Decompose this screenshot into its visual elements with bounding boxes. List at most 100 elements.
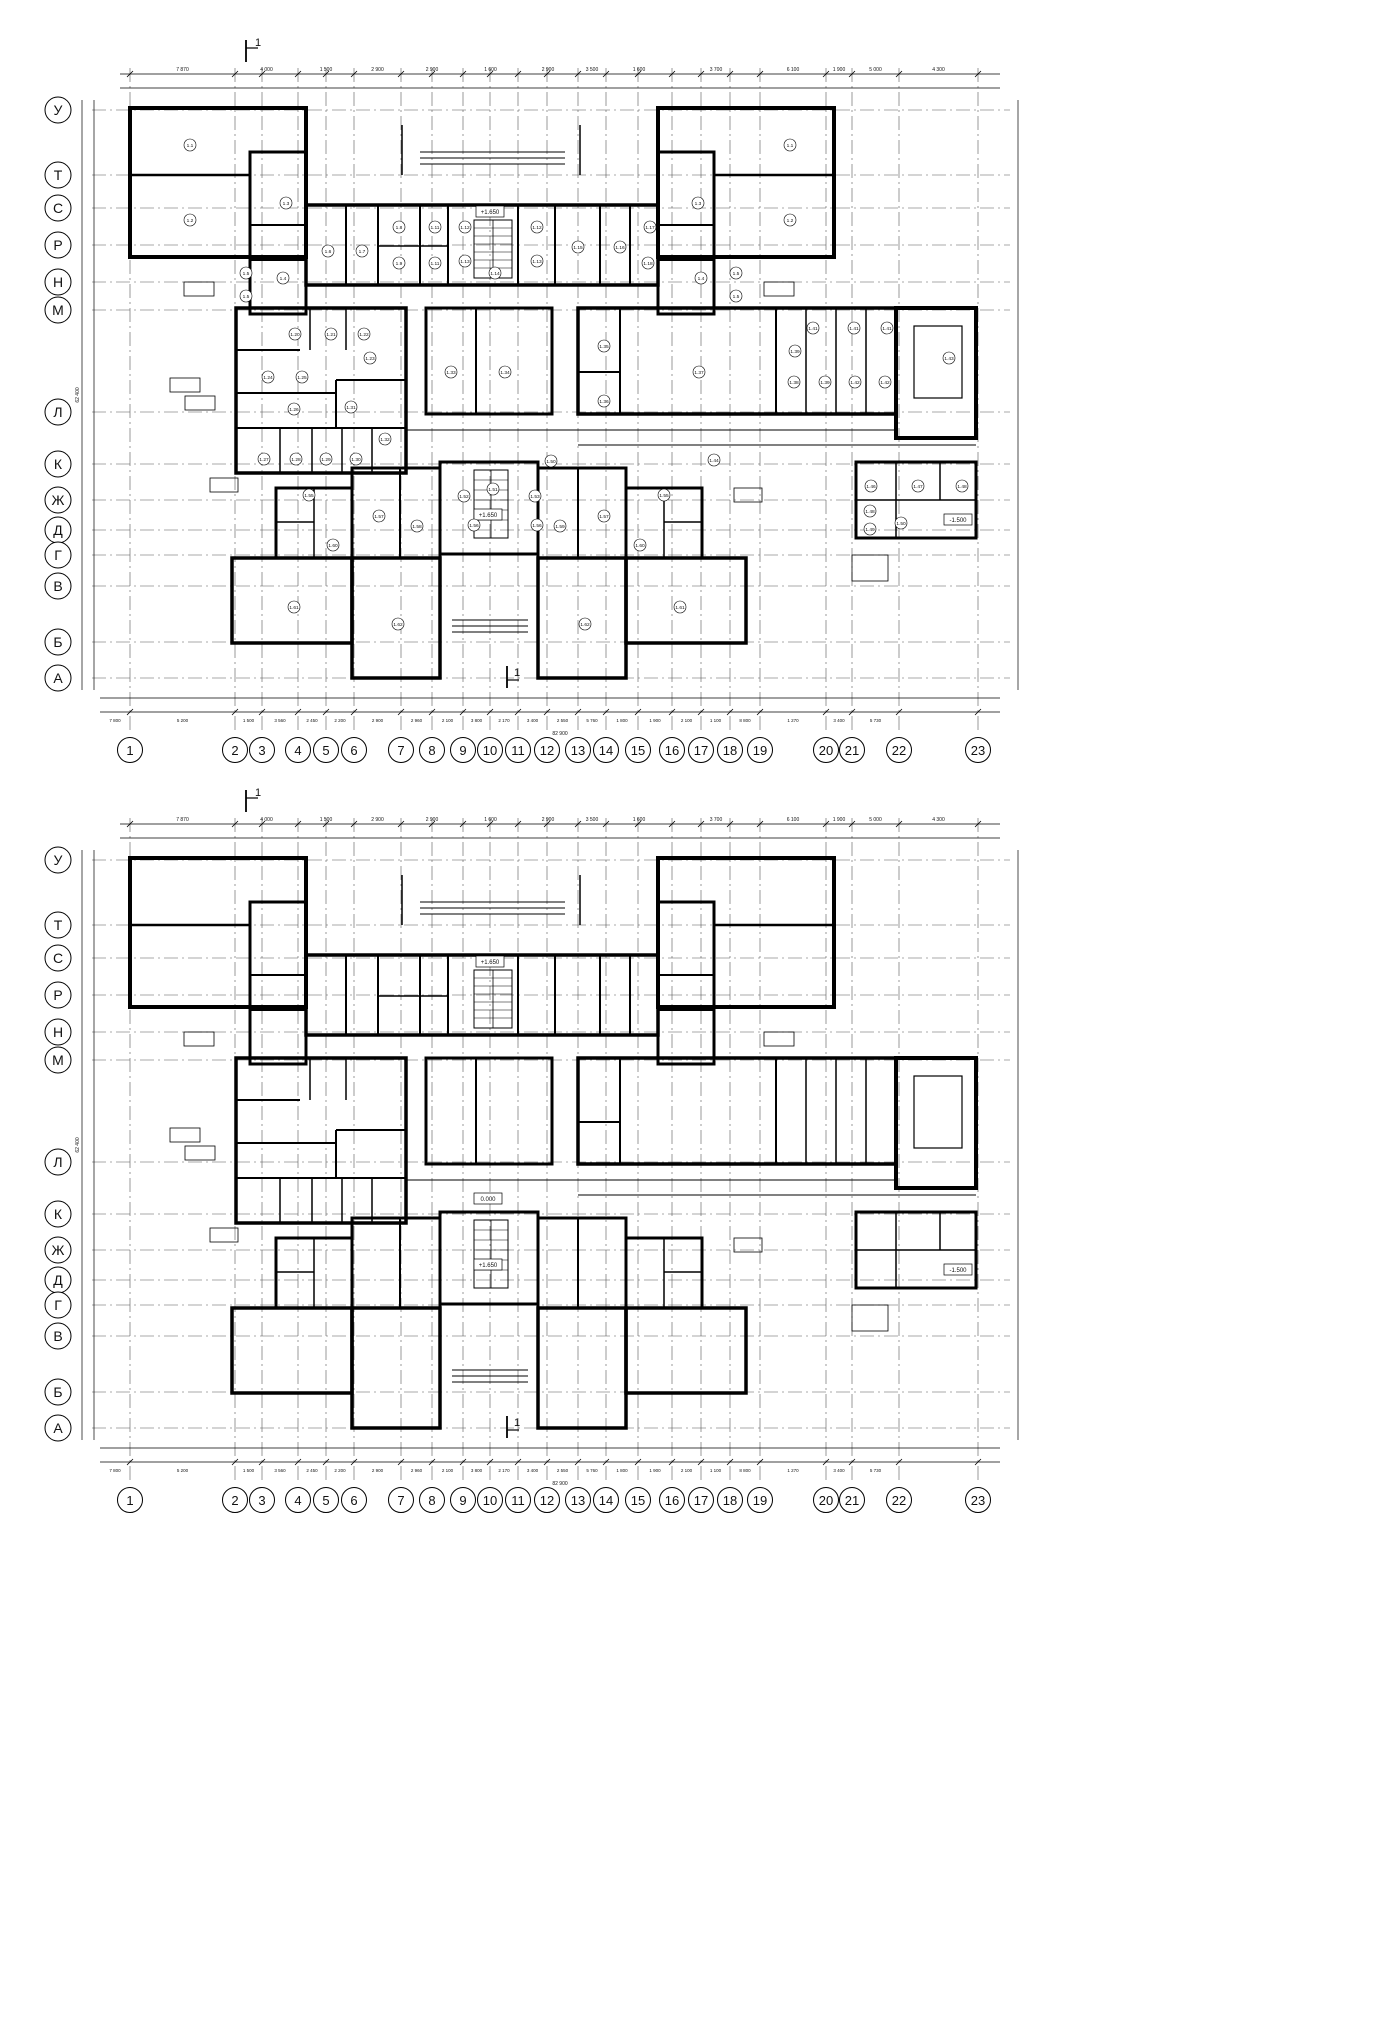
bottom-dimension-label: 1 100 — [710, 718, 722, 723]
room-number: 1.8 — [396, 225, 403, 231]
column-axis-bubble — [534, 737, 560, 763]
elevation-tag-box — [473, 1258, 503, 1271]
column-axis-label: 19 — [753, 1493, 767, 1508]
column-axis-bubble — [505, 1487, 531, 1513]
section-label: 1 — [255, 37, 261, 49]
room-number-bubble — [818, 375, 832, 389]
dimension-tick — [756, 1458, 764, 1466]
room-number-bubble — [783, 138, 797, 152]
room-number-bubble — [276, 271, 290, 285]
top-dimension-label: 1 900 — [833, 817, 846, 823]
dimension-tick — [756, 70, 764, 78]
row-axis-label: Л — [53, 404, 62, 420]
room-number-bubble — [694, 271, 708, 285]
elevation-tag-box — [943, 1263, 973, 1276]
dimension-tick — [895, 820, 903, 828]
dimension-tick — [634, 820, 642, 828]
room-number-bubble — [288, 327, 302, 341]
room-number: 1.41 — [882, 326, 892, 332]
section-label: 1 — [514, 1417, 520, 1429]
column-axis-label: 10 — [483, 1493, 497, 1508]
dimension-tick — [397, 820, 405, 828]
column-axis-bubble — [285, 737, 311, 763]
room-number: 1.3 — [695, 201, 702, 207]
row-axis-bubble — [44, 268, 72, 296]
room-number-bubble — [942, 351, 956, 365]
row-axis-bubble — [44, 628, 72, 656]
dimension-tick — [231, 1458, 239, 1466]
column-axis-label: 16 — [665, 743, 679, 758]
bottom-dimension-label: 7 800 — [109, 1468, 121, 1473]
bottom-dimension-label: 2 900 — [372, 1468, 384, 1473]
dimension-tick — [514, 70, 522, 78]
row-axis-label: М — [52, 302, 64, 318]
column-axis-label: 9 — [459, 743, 466, 758]
room-number: 1.52 — [459, 494, 469, 500]
dimension-tick — [574, 708, 582, 716]
dimension-tick — [322, 70, 330, 78]
room-number-bubble — [878, 375, 892, 389]
column-axis-bubble — [839, 1487, 865, 1513]
row-axis-label: Б — [53, 1384, 62, 1400]
room-number-bubble — [707, 453, 721, 467]
column-axis-bubble — [313, 737, 339, 763]
column-axis-label: 8 — [428, 743, 435, 758]
room-number: 1.55 — [304, 493, 314, 499]
dimension-tick — [428, 820, 436, 828]
room-number: 1.43 — [944, 356, 954, 362]
column-axis-bubble — [813, 1487, 839, 1513]
column-axis-bubble — [450, 1487, 476, 1513]
column-axis-bubble — [717, 1487, 743, 1513]
dimension-tick — [397, 1458, 405, 1466]
row-axis-label: Ж — [52, 1242, 65, 1258]
room-number-bubble — [321, 244, 335, 258]
room-number-bubble — [261, 370, 275, 384]
bottom-dimension-label: 8 800 — [739, 1468, 751, 1473]
column-axis-label: 10 — [483, 743, 497, 758]
overall-length-label: 82 900 — [552, 731, 568, 737]
room-number: 1.20 — [290, 332, 300, 338]
dimension-tick — [634, 708, 642, 716]
room-number-bubble — [806, 321, 820, 335]
row-axis-bubble — [44, 161, 72, 189]
row-axis-label: Д — [53, 1272, 63, 1288]
elevation-tag: -1.500 — [949, 518, 967, 524]
column-axis-label: 18 — [723, 1493, 737, 1508]
dimension-tick — [543, 70, 551, 78]
room-number-bubble — [239, 266, 253, 280]
dimension-tick — [486, 70, 494, 78]
column-axis-bubble — [313, 1487, 339, 1513]
room-number: 1.16 — [615, 245, 625, 251]
elevation-tag: +1.650 — [481, 210, 500, 216]
bottom-dimension-label: 3 560 — [274, 1468, 286, 1473]
column-axis-label: 5 — [322, 743, 329, 758]
elevation-tag: +1.650 — [481, 960, 500, 966]
room-number-bubble — [239, 289, 253, 303]
room-number: 1.12 — [532, 225, 542, 231]
row-axis-label: В — [53, 578, 62, 594]
column-axis-label: 19 — [753, 743, 767, 758]
dimension-tick — [697, 70, 705, 78]
bottom-dimension-label: 1 270 — [787, 718, 799, 723]
column-axis-bubble — [285, 1487, 311, 1513]
room-number: 1.60 — [328, 543, 338, 549]
column-axis-label: 6 — [350, 743, 357, 758]
room-number-bubble — [295, 370, 309, 384]
room-number-bubble — [863, 504, 877, 518]
dimension-tick — [258, 70, 266, 78]
column-axis-label: 14 — [599, 743, 613, 758]
room-number: 1.29 — [321, 457, 331, 463]
row-axis-bubble — [44, 1200, 72, 1228]
dimension-tick — [350, 820, 358, 828]
column-axis-bubble — [965, 737, 991, 763]
row-axis-label: Т — [54, 167, 63, 183]
row-axis-label: Г — [54, 547, 62, 563]
dimension-tick — [756, 708, 764, 716]
bottom-dimension-label: 3 400 — [527, 1468, 539, 1473]
dimension-tick — [974, 1458, 982, 1466]
room-number: 1.31 — [346, 405, 356, 411]
row-axis-label: У — [54, 102, 63, 118]
dimension-tick — [397, 708, 405, 716]
column-axis-bubble — [747, 1487, 773, 1513]
